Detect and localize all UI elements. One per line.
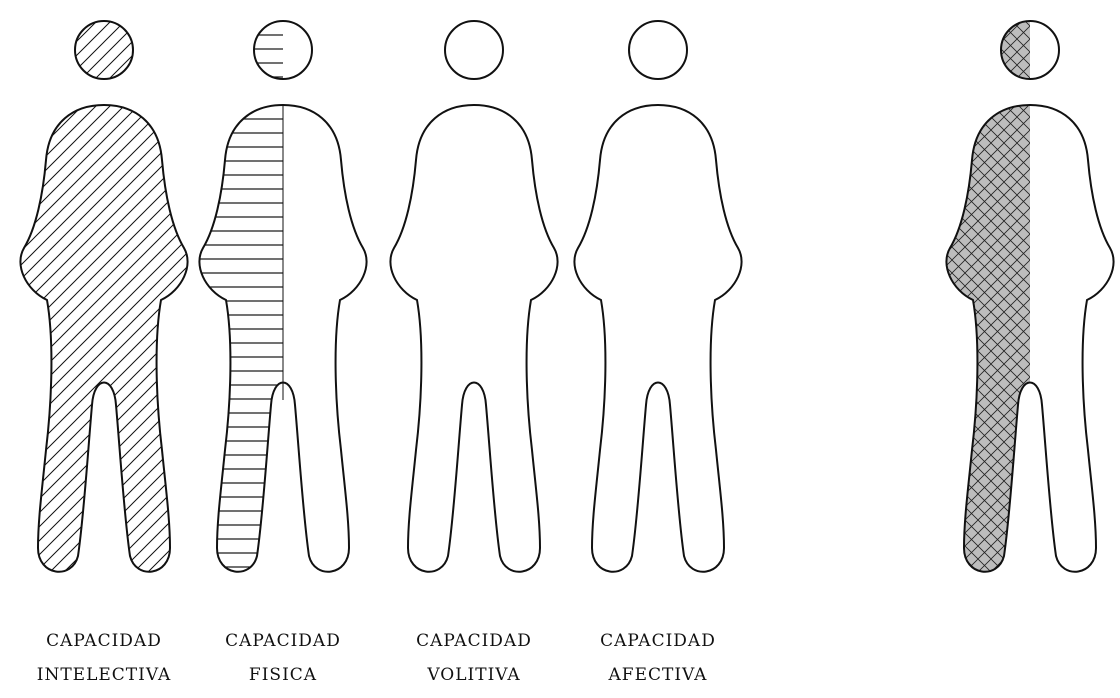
label-intelectiva: CAPACIDAD INTELECTIVA — [14, 624, 194, 692]
body-intelectiva — [20, 105, 187, 572]
label-volitiva-line1: CAPACIDAD — [384, 624, 564, 658]
figure-afectiva — [574, 21, 741, 572]
label-intelectiva-line1: CAPACIDAD — [14, 624, 194, 658]
figure-fisica — [199, 21, 366, 572]
label-volitiva-line2: VOLITIVA — [384, 658, 564, 692]
figure-intelectiva — [20, 21, 187, 572]
label-afectiva-line1: CAPACIDAD — [568, 624, 748, 658]
body-volitiva — [390, 105, 557, 572]
label-fisica-line1: CAPACIDAD — [193, 624, 373, 658]
label-fisica: CAPACIDAD FISICA — [193, 624, 373, 692]
head-afectiva — [629, 21, 687, 79]
body-afectiva — [574, 105, 741, 572]
label-intelectiva-line2: INTELECTIVA — [14, 658, 194, 692]
figure-volitiva — [390, 21, 557, 572]
label-volitiva: CAPACIDAD VOLITIVA — [384, 624, 564, 692]
label-fisica-line2: FISICA — [193, 658, 373, 692]
head-intelectiva — [75, 21, 133, 79]
head-volitiva — [445, 21, 503, 79]
label-afectiva-line2: AFECTIVA — [568, 658, 748, 692]
figure-combinada — [946, 21, 1113, 572]
label-afectiva: CAPACIDAD AFECTIVA — [568, 624, 748, 692]
